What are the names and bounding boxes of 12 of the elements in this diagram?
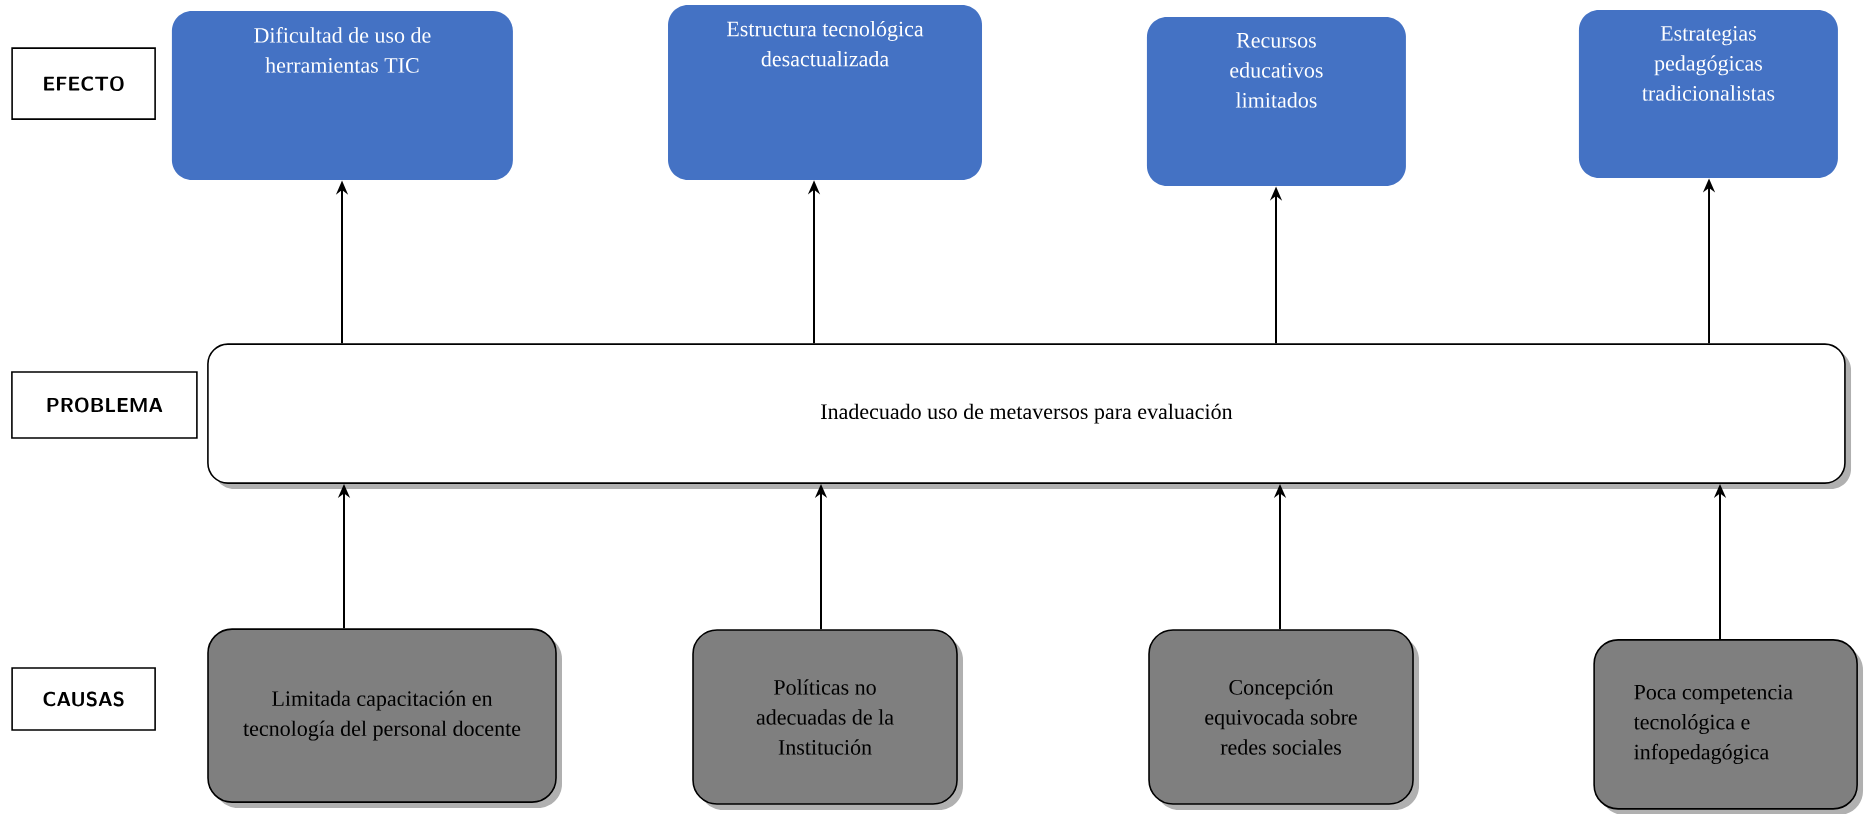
effect-box: Estrategias pedagógicas tradicionalistas <box>1578 10 1838 178</box>
effect-box: Recursos educativos limitados <box>1146 17 1406 187</box>
cause-box: Poca competencia tecnológica e infopedagógica <box>1593 639 1864 814</box>
label-box: PROBLEMA <box>11 371 198 439</box>
problem-box: Inadecuado uso de metaversos para evaluación <box>207 343 1852 489</box>
cause-box: Políticas no adecuadas de la Institución <box>692 629 963 810</box>
effect-box: Dificultad de uso de herramientas TIC <box>171 11 513 181</box>
cause-box: Concepción equivocada sobre redes sociales <box>1148 629 1419 810</box>
label-box: CAUSAS <box>11 667 156 731</box>
label-box: EFECTO <box>11 47 156 120</box>
cause-box: Limitada capacitación en tecnología del personal docente <box>207 628 562 808</box>
effect-box: Estructura tecnológica desactualizada <box>668 4 982 180</box>
